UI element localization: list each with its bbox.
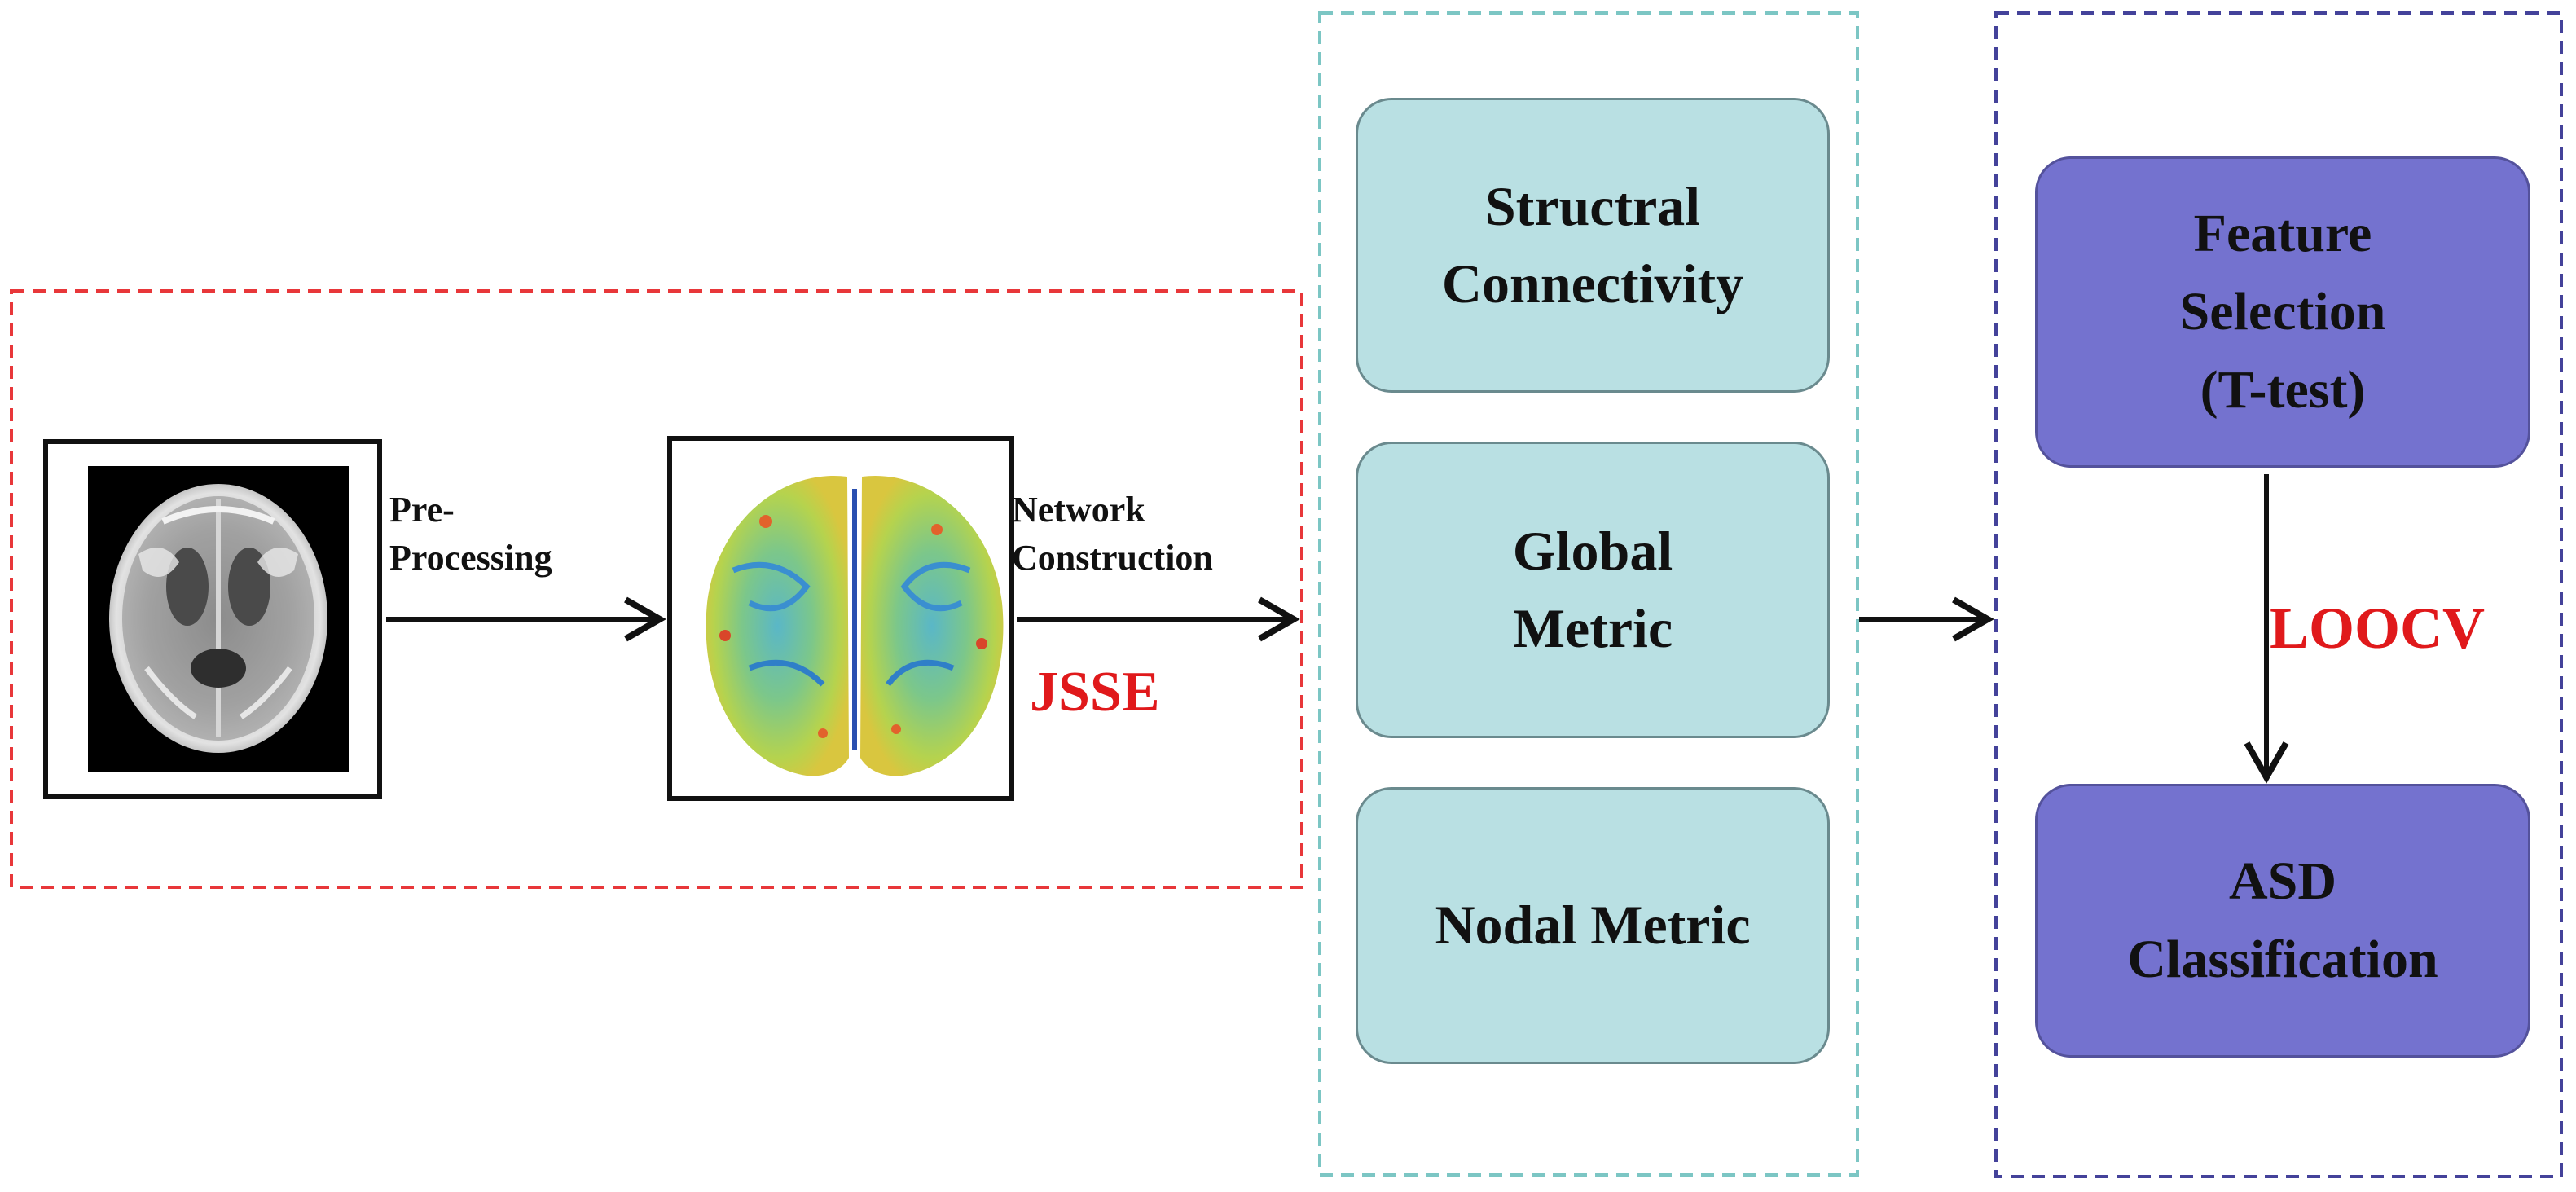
asd-classification-line1: ASD xyxy=(2228,851,2337,912)
loocv-label: LOOCV xyxy=(2270,596,2486,661)
nodal-metric-box: Nodal Metric xyxy=(1356,787,1830,1064)
nodal-metric-label: Nodal Metric xyxy=(1435,894,1751,957)
network-construction-label-line2: Construction xyxy=(1012,538,1213,578)
preprocessing-label: Pre- Processing xyxy=(389,486,552,583)
structural-connectivity-line1: Structral xyxy=(1484,174,1701,237)
classification-group-frame xyxy=(1994,11,2563,1178)
global-metric-line1: Global xyxy=(1512,519,1673,582)
network-construction-label-line1: Network xyxy=(1012,490,1145,530)
feature-selection-line1: Feature xyxy=(2193,204,2372,264)
preprocessing-label-line2: Processing xyxy=(389,538,552,578)
preprocessing-group-frame xyxy=(10,289,1303,889)
brain-mri-slice-icon xyxy=(43,439,382,799)
feature-selection-box: Feature Selection (T-test) xyxy=(2035,156,2530,468)
feature-selection-line3: (T-test) xyxy=(2200,359,2366,420)
global-metric-line2: Metric xyxy=(1512,597,1673,659)
structural-connectivity-box: Structral Connectivity xyxy=(1356,98,1830,393)
asd-classification-line2: Classification xyxy=(2127,930,2438,989)
network-construction-label: Network Construction xyxy=(1012,486,1213,583)
metrics-group-frame xyxy=(1318,11,1859,1177)
global-metric-box: Global Metric xyxy=(1356,442,1830,738)
preprocessing-label-line1: Pre- xyxy=(389,490,455,530)
asd-classification-box: ASD Classification xyxy=(2035,784,2530,1058)
feature-selection-line2: Selection xyxy=(2179,282,2386,342)
structural-connectivity-line2: Connectivity xyxy=(1441,253,1744,314)
jsse-label: JSSE xyxy=(1030,661,1160,724)
brain-surface-map-icon xyxy=(667,436,1014,801)
